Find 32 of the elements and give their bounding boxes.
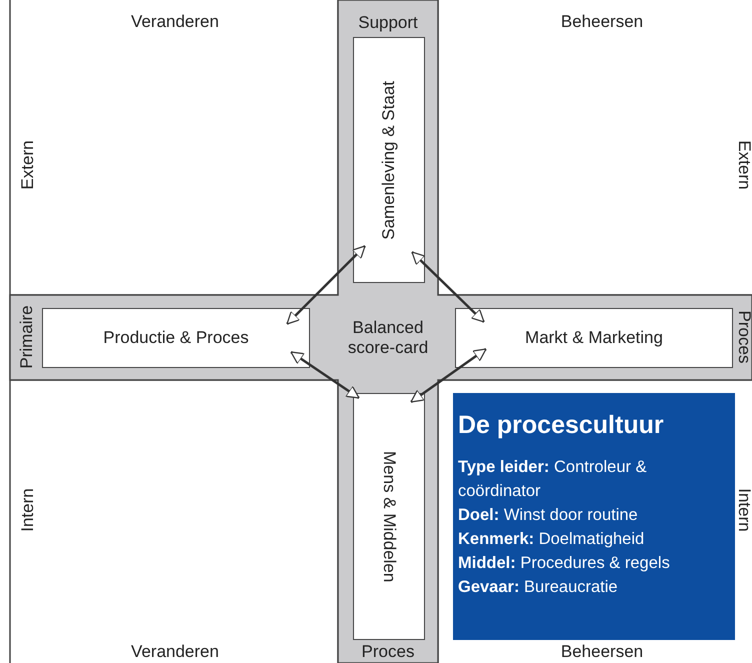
axis-label: Veranderen <box>131 642 219 662</box>
card-text: Type leider: Controleur & coördinator <box>458 457 648 502</box>
double-arrow <box>410 348 487 404</box>
card-text: Middel: Procedures & regels <box>458 553 671 574</box>
axis-label: Intern <box>18 488 38 532</box>
double-arrow <box>411 251 485 323</box>
axis-label: Proces <box>362 642 414 662</box>
node-label: Markt & Marketing <box>525 328 663 348</box>
axis-label: Proces <box>734 310 752 364</box>
double-arrow <box>290 350 360 400</box>
process-box <box>42 308 310 368</box>
culture-card <box>453 393 735 640</box>
process-box <box>353 393 425 640</box>
axis-label: Extern <box>734 140 752 190</box>
node-label: Mens & Middelen <box>379 450 399 582</box>
axis-label: Beheersen <box>560 12 644 32</box>
node-label: Productie & Proces <box>103 328 249 348</box>
axis-label: Veranderen <box>131 12 219 32</box>
process-box <box>455 308 733 368</box>
card-title: De procescultuur <box>458 413 665 437</box>
card-text: Gevaar: Bureaucratie <box>458 577 619 598</box>
axis-label: Primaire <box>17 305 37 369</box>
double-arrow <box>286 245 366 325</box>
node-label: Balanced score-card <box>346 318 430 358</box>
axis-label: Extern <box>18 140 38 190</box>
card-text: Doel: Winst door routine <box>458 505 639 526</box>
process-box <box>353 37 425 283</box>
card-text: Kenmerk: Doelmatigheid <box>458 529 646 550</box>
node-label: Samenleving & Staat <box>379 80 399 240</box>
axis-label: Beheersen <box>560 642 644 662</box>
axis-label: Support <box>358 13 418 33</box>
axis-label: Intern <box>734 488 752 532</box>
